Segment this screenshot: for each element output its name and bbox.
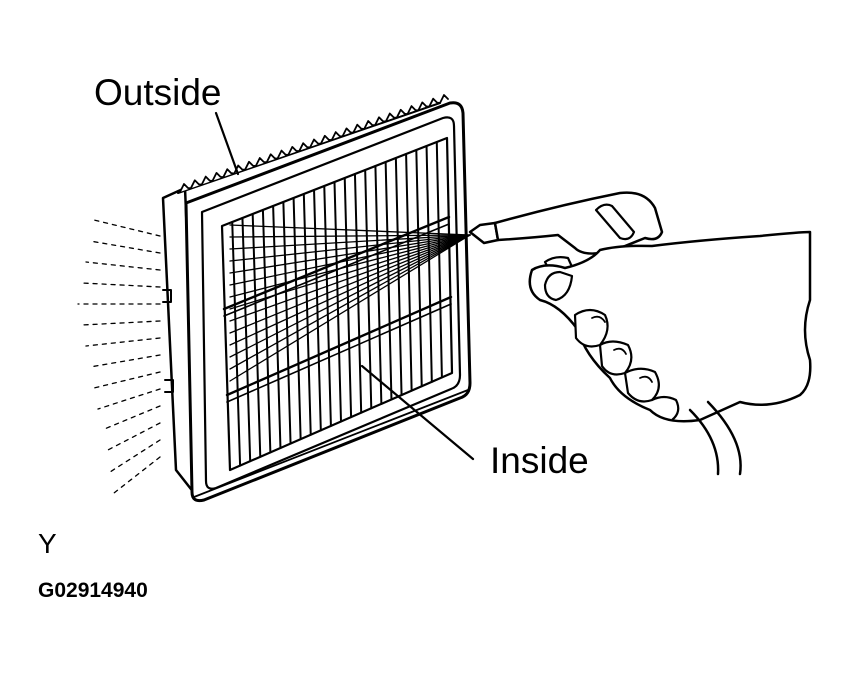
- view-label: Y: [38, 528, 57, 559]
- hand-icon: [528, 230, 812, 423]
- air-filter-icon: [161, 94, 472, 503]
- air-spray-icon: [77, 219, 471, 494]
- figure-code: G02914940: [38, 579, 148, 602]
- label-outside: Outside: [94, 72, 222, 113]
- leader-lines: [214, 111, 475, 461]
- label-inside: Inside: [490, 440, 589, 481]
- air-hose-icon: [688, 400, 742, 476]
